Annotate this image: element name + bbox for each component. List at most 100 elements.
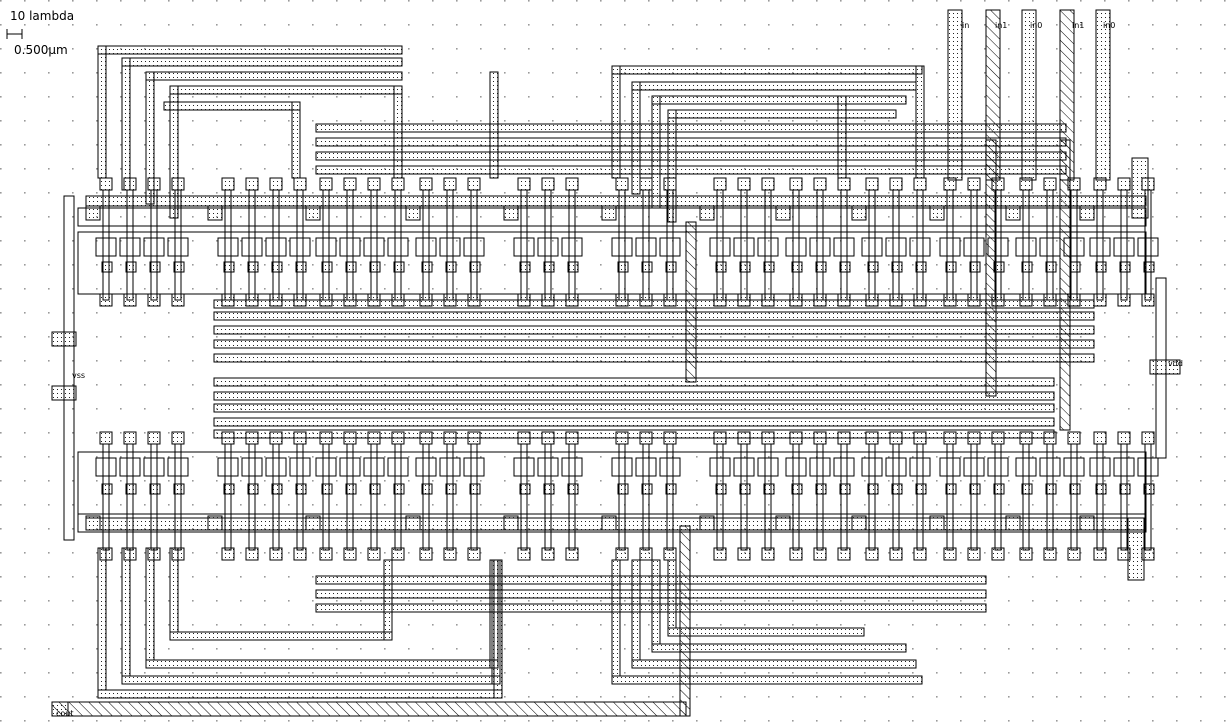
mid-route-bottom-4	[213, 429, 1055, 439]
bot-loop-left-v-2	[145, 547, 155, 661]
bot-diff-cell	[785, 457, 807, 477]
bot-gate-contact-lower	[913, 547, 927, 561]
bot-gate-contact-lower	[713, 547, 727, 561]
top-diff-contact	[469, 261, 481, 273]
top-source-contact	[775, 205, 791, 221]
top-gate-contact	[99, 177, 113, 191]
top-gate-contact-lower	[761, 293, 775, 307]
top-diff-cell	[241, 237, 263, 257]
top-gate-contact	[761, 177, 775, 191]
top-gate-contact-lower	[419, 293, 433, 307]
top-gate-contact	[1043, 177, 1057, 191]
top-diff-contact	[543, 261, 555, 273]
top-gate-contact-lower	[737, 293, 751, 307]
top-gate-contact-lower	[913, 293, 927, 307]
bot-diff-contact	[393, 483, 405, 495]
circuit-layout	[6, 9, 1181, 717]
bot-diff-contact	[1119, 483, 1131, 495]
bot-diff-contact	[739, 483, 751, 495]
top-diff-contact	[1095, 261, 1107, 273]
bot-gate-contact-lower	[269, 547, 283, 561]
bot-gate-contact	[221, 431, 235, 445]
top-gate-contact-lower	[565, 293, 579, 307]
cout-contact	[51, 701, 69, 717]
bot-loop-mid-h-0	[611, 675, 923, 685]
bot-diff-cell	[387, 457, 409, 477]
top-gate-contact-lower	[443, 293, 457, 307]
pin-label-cout: cout	[56, 709, 74, 718]
bot-loop-mid-h-2	[651, 643, 907, 653]
top-diff-cell	[659, 237, 681, 257]
top-diff-contact	[271, 261, 283, 273]
mid-route-top-2	[213, 325, 1095, 335]
top-gate-contact-lower	[943, 293, 957, 307]
input-pin-column-4	[1095, 9, 1111, 181]
top-gate-contact-lower	[517, 293, 531, 307]
top-gate-contact-lower	[813, 293, 827, 307]
top-diff-contact	[815, 261, 827, 273]
bot-gate-contact-lower	[517, 547, 531, 561]
bot-gate-contact-lower	[761, 547, 775, 561]
bot-gate-contact-lower	[467, 547, 481, 561]
bot-diff-contact	[993, 483, 1005, 495]
top-diff-cell	[167, 237, 189, 257]
top-gate-contact	[615, 177, 629, 191]
bot-gate-contact	[813, 431, 827, 445]
bot-gate-contact-lower	[1093, 547, 1107, 561]
bot-diff-contact	[519, 483, 531, 495]
top-diff-contact	[641, 261, 653, 273]
top-diff-cell	[439, 237, 461, 257]
bot-diff-contact	[321, 483, 333, 495]
bot-diff-contact	[345, 483, 357, 495]
bot-loop-left-end-3	[383, 559, 393, 641]
input-hatched-route	[1059, 139, 1071, 431]
top-diff-cell	[611, 237, 633, 257]
top-loop-mid-h-2	[651, 95, 907, 105]
bot-diff-cell	[439, 457, 461, 477]
top-gate-contact-lower	[343, 293, 357, 307]
bot-gate-contact	[837, 431, 851, 445]
bot-gate-contact-lower	[343, 547, 357, 561]
bot-diff-cell	[757, 457, 779, 477]
bot-diff-cell	[289, 457, 311, 477]
top-loop-mid-end	[837, 95, 847, 179]
bot-gate-contact-lower	[1019, 547, 1033, 561]
top-diff-contact	[715, 261, 727, 273]
bot-diff-contact	[223, 483, 235, 495]
mid-route-bottom-3	[213, 417, 1055, 427]
top-loop-inner-h	[163, 101, 301, 111]
right-edge-route-low	[1127, 517, 1145, 581]
top-diff-cell	[809, 237, 831, 257]
top-gate-contact	[813, 177, 827, 191]
top-diff-cell	[1089, 237, 1111, 257]
top-diff-contact	[1021, 261, 1033, 273]
top-diff-cell	[513, 237, 535, 257]
top-diff-cell	[939, 237, 961, 257]
lower-bus-0	[315, 575, 987, 585]
bot-gate-contact	[245, 431, 259, 445]
top-source-contact	[85, 205, 101, 221]
bot-gate-contact	[541, 431, 555, 445]
input-pin-column-2	[1021, 9, 1037, 181]
bot-diff-cell	[265, 457, 287, 477]
top-loop-mid-h-0	[611, 65, 923, 75]
top-source-contact	[1005, 205, 1021, 221]
top-diff-cell	[1015, 237, 1037, 257]
top-source-contact	[1079, 205, 1095, 221]
top-diff-cell	[289, 237, 311, 257]
center-hatched-feed	[685, 221, 697, 383]
top-diff-cell	[963, 237, 985, 257]
top-loop-mid-v-0	[611, 65, 621, 179]
bot-gate-contact	[663, 431, 677, 445]
bot-gate-contact-lower	[889, 547, 903, 561]
bot-source-contact	[601, 515, 617, 531]
bot-diff-contact	[791, 483, 803, 495]
bot-loop-mid-v-2	[651, 559, 661, 645]
top-loop-mid-h-1	[631, 81, 917, 91]
bot-gate-contact-lower	[319, 547, 333, 561]
bot-diff-cell	[963, 457, 985, 477]
bot-diff-cell	[909, 457, 931, 477]
bot-source-contact	[929, 515, 945, 531]
scale-lambda-label: 10 lambda	[10, 9, 75, 23]
